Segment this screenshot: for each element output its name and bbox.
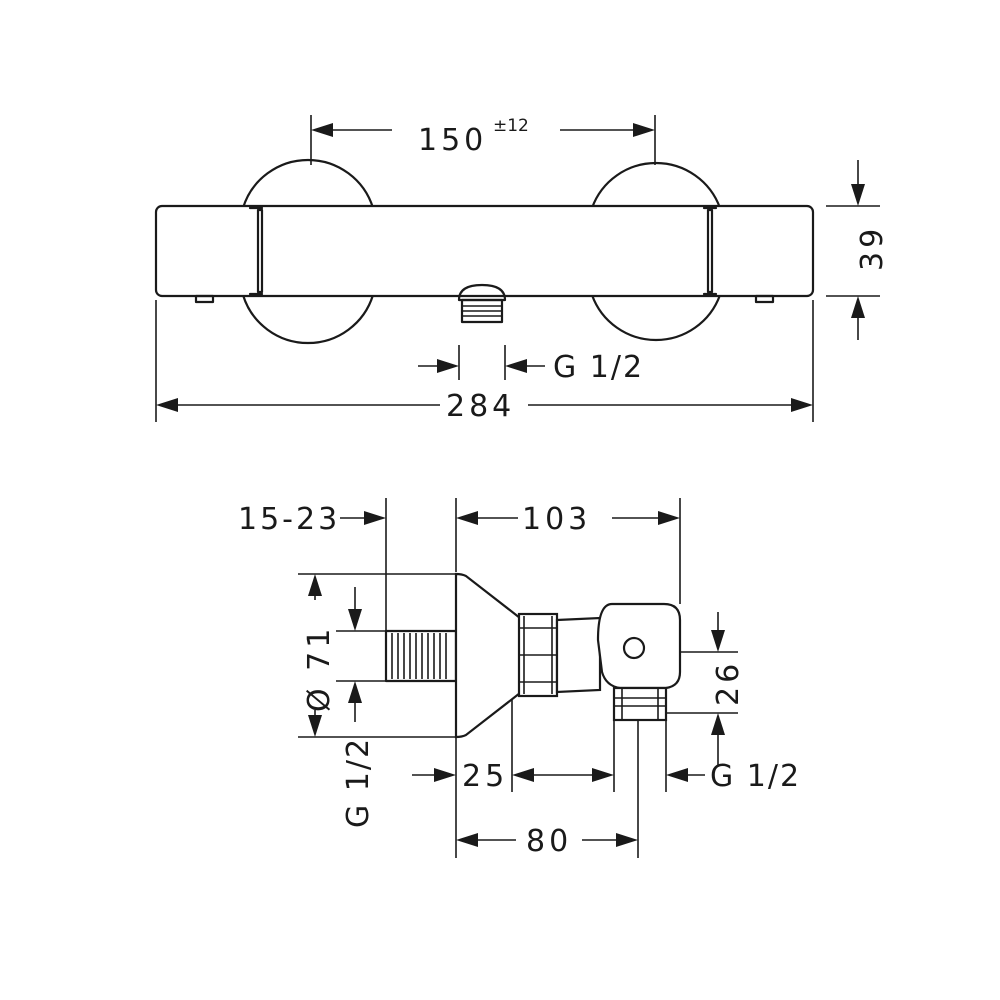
right-rosette — [590, 161, 722, 342]
dim-g12-outlet: G 1/2 — [418, 345, 644, 385]
union-nut — [517, 612, 559, 698]
dim-15-23-label: 15-23 — [238, 502, 340, 537]
dim-g12-inlet-label: G 1/2 — [341, 737, 376, 828]
dim-g12-outlet-label: G 1/2 — [553, 350, 644, 385]
dim-80-label: 80 — [526, 824, 572, 859]
dim-39-label: 39 — [855, 225, 890, 271]
side-view: 15-23 103 Ø 71 — [238, 498, 801, 859]
dim-150-label: 150 — [418, 123, 487, 158]
dim-80: 80 — [456, 720, 639, 859]
dim-150-tolerance: ±12 — [493, 116, 529, 136]
left-handle-edge — [256, 208, 264, 294]
dim-103: 103 — [455, 498, 681, 604]
mixer-body — [154, 204, 815, 298]
left-rosette — [241, 158, 375, 345]
dim-25-label: 25 — [462, 759, 508, 794]
valve-hole — [622, 636, 646, 660]
dim-15-23: 15-23 — [238, 498, 387, 632]
dim-26: 26 — [666, 612, 746, 765]
threaded-inlet — [384, 629, 458, 683]
dim-39: 39 — [826, 160, 890, 340]
front-view: 150 ±12 39 G 1/2 — [154, 115, 890, 424]
side-outlet — [612, 686, 668, 722]
right-handle-edge — [706, 208, 714, 294]
dim-25: 25 — [412, 700, 534, 858]
dim-dia71-label: Ø 71 — [302, 625, 337, 712]
left-foot — [194, 294, 215, 304]
dim-g12-right: G 1/2 — [534, 720, 801, 794]
outlet-connector — [457, 283, 507, 324]
rosette-cone — [454, 572, 522, 739]
valve-body — [596, 602, 682, 690]
dim-284-label: 284 — [446, 389, 515, 424]
dim-284: 284 — [155, 300, 814, 424]
right-foot — [754, 294, 775, 304]
dim-dia71: Ø 71 — [298, 573, 456, 738]
connecting-neck — [555, 616, 602, 694]
dim-g12-inlet: G 1/2 — [336, 587, 386, 828]
dim-150: 150 ±12 — [310, 115, 656, 165]
dim-g12-right-label: G 1/2 — [710, 759, 801, 794]
dim-26-label: 26 — [711, 660, 746, 706]
dim-103-label: 103 — [522, 502, 591, 537]
